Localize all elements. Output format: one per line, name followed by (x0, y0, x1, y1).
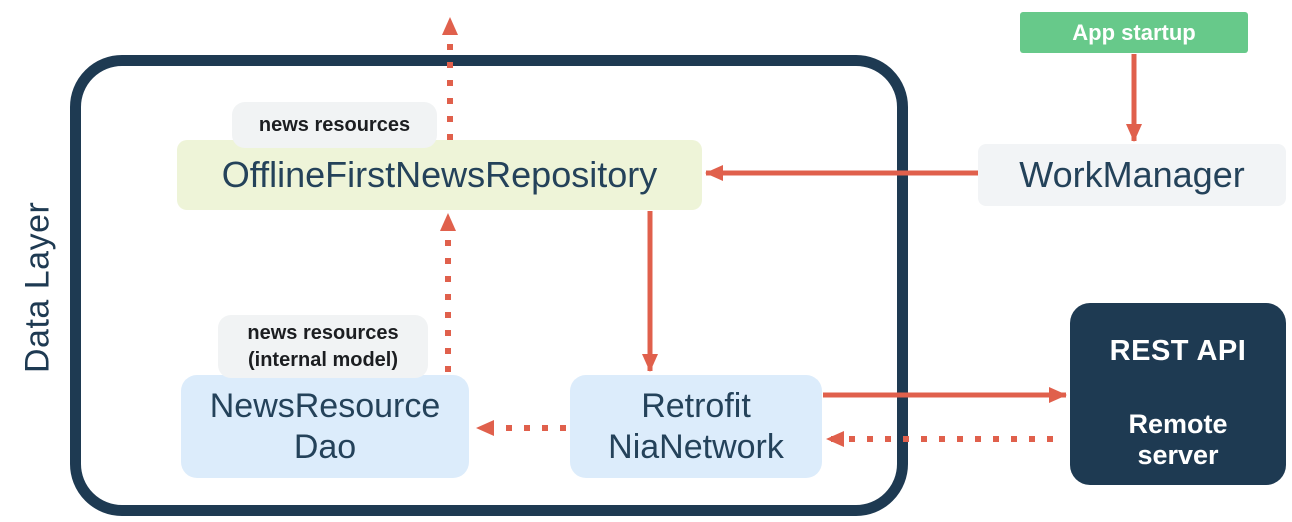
app-startup-label: App startup (1072, 19, 1196, 45)
tag-news-resources-label: news resources (258, 113, 411, 136)
node-offline-first-news-repository: OfflineFirstNewsRepository (177, 140, 702, 210)
network-label-line2: NiaNetwork (608, 427, 784, 466)
repository-label: OfflineFirstNewsRepository (221, 154, 658, 195)
dao-label-line1: NewsResource (209, 386, 441, 425)
node-remote-server: REST API Remote server (1070, 303, 1286, 485)
tag-internal-model-line1: news resources (247, 321, 399, 344)
remote-server-line2: server (1137, 440, 1219, 470)
remote-server-subtitle: Remote server (1128, 409, 1227, 471)
remote-server-line1: Remote (1128, 409, 1228, 439)
dao-label-line2: Dao (293, 427, 357, 466)
tag-news-resources-internal-model: news resources (internal model) (218, 315, 428, 378)
workmanager-label: WorkManager (1019, 154, 1245, 195)
data-layer-boundary (70, 55, 908, 516)
node-news-resource-dao: NewsResource Dao (181, 375, 469, 478)
network-label-line1: Retrofit (641, 386, 751, 425)
node-retrofit-nia-network: Retrofit NiaNetwork (570, 375, 822, 478)
remote-server-title: REST API (1109, 335, 1247, 367)
tag-internal-model-line2: (internal model) (247, 348, 398, 371)
tag-news-resources: news resources (232, 102, 437, 148)
node-app-startup: App startup (1020, 12, 1248, 53)
data-layer-label: Data Layer (18, 201, 57, 373)
node-work-manager: WorkManager (978, 144, 1286, 206)
